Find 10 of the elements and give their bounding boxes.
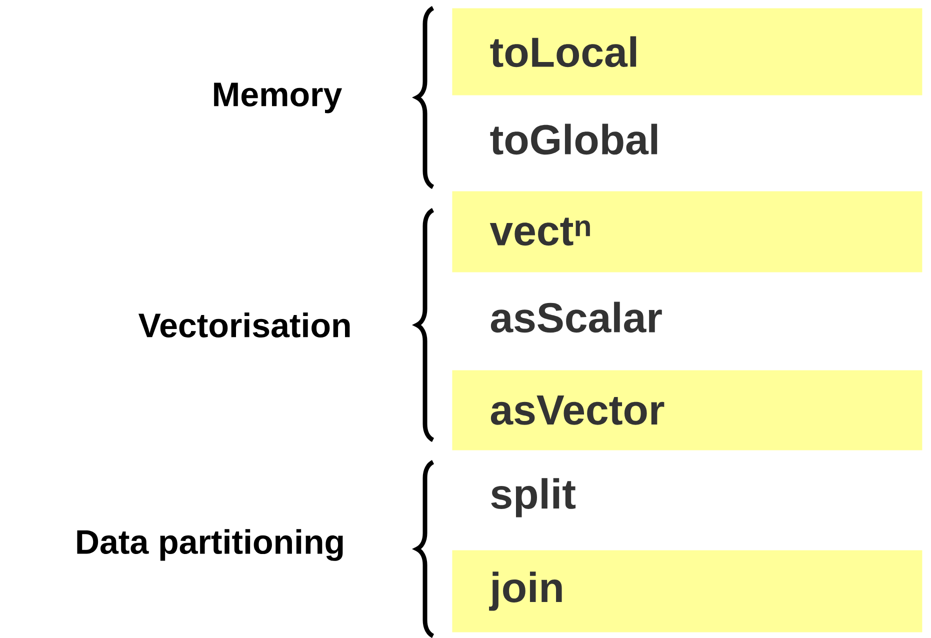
list-row: asScalar [490,302,662,333]
highlighted-row: join [452,550,922,632]
list-row: toGlobal [490,124,658,155]
group-label: Data partitioning [77,529,343,561]
highlighted-row: asVector [452,370,922,450]
highlighted-row: vect$^{n}$ [452,191,922,272]
group-label: Vectorisation [138,312,350,338]
group-label: Memory [214,82,342,114]
list-row: split [491,478,576,518]
highlighted-row: toLocal [452,8,922,96]
